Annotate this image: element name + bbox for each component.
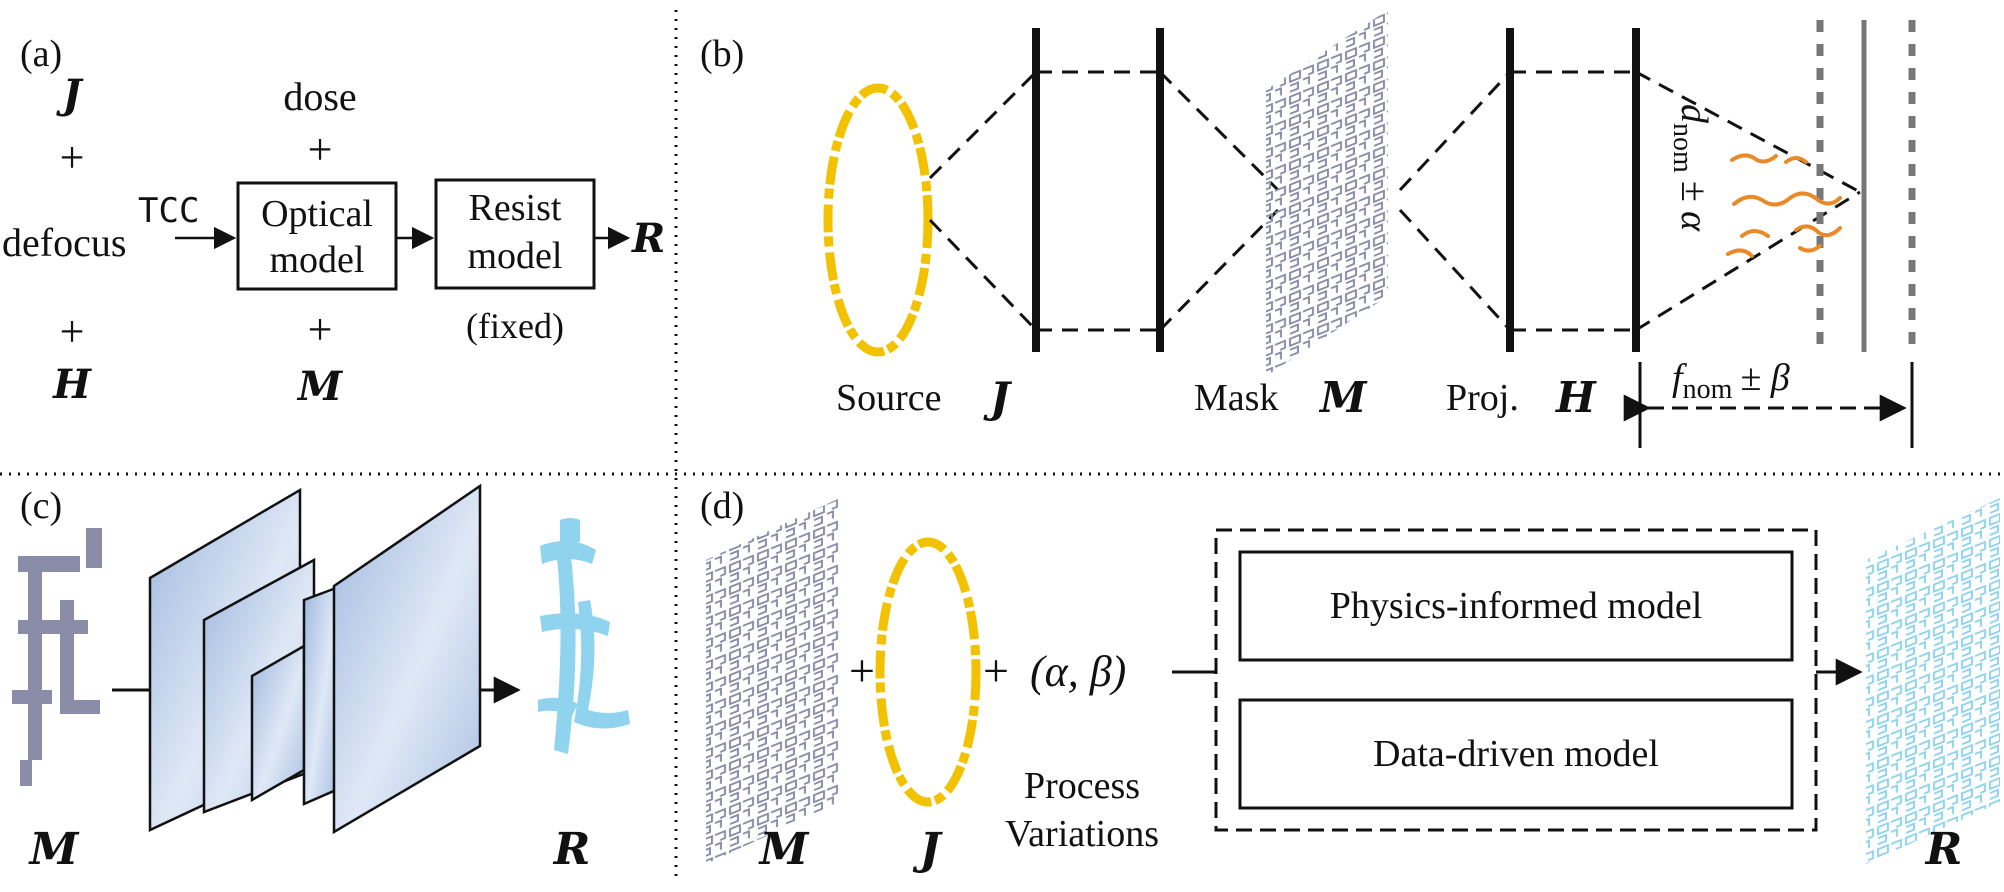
plus-sign: + (60, 133, 85, 182)
input-symbol-m: M (28, 824, 80, 875)
optical-model-box (236, 181, 398, 291)
output-symbol-r: R (552, 824, 591, 875)
physics-model-label: Physics-informed model (1330, 585, 1703, 627)
data-model-label: Data-driven model (1373, 733, 1659, 775)
source-symbol: J (913, 824, 944, 875)
symbol-m: M (296, 363, 344, 410)
panel-a-label: (a) (20, 33, 62, 75)
source-ring-icon (875, 537, 981, 807)
proj-symbol: H (1555, 373, 1597, 422)
mask-pattern-image (1266, 10, 1388, 376)
data-model-box (1238, 698, 1794, 810)
source-label: Source (836, 377, 942, 419)
plus-sign: + (60, 307, 85, 356)
panel-c: (c) (12, 483, 630, 875)
process-label-line1: Process (1024, 765, 1140, 807)
plus-sign: + (849, 645, 875, 696)
panel-d-label: (d) (700, 485, 744, 527)
dose-label: dose (283, 74, 356, 119)
panel-d: (d) + + (α, β) Process Variations M J Ph… (700, 485, 2000, 875)
mask-label: Mask (1194, 377, 1278, 419)
defocus-label: defocus (2, 220, 126, 265)
proj-label: Proj. (1446, 377, 1519, 419)
resist-pattern-image (1866, 498, 2000, 864)
output-symbol-r: R (1924, 824, 1963, 875)
optical-model-line2: model (270, 239, 365, 281)
resist-model-line1: Resist (469, 187, 562, 229)
f-nom-beta-label: fnom± β (1672, 357, 1790, 405)
process-params: (α, β) (1030, 647, 1126, 696)
source-symbol: J (983, 373, 1013, 422)
fixed-label: (fixed) (466, 306, 564, 346)
plus-sign: + (983, 645, 1009, 696)
symbol-h: H (52, 361, 92, 408)
panel-b: (b) (700, 10, 1916, 448)
symbol-r: R (631, 215, 665, 262)
process-label-line2: Variations (1005, 813, 1159, 855)
mask-symbol: M (758, 824, 810, 875)
resist-clip-image (538, 518, 630, 754)
optical-model-line1: Optical (261, 193, 373, 235)
d-nom-alpha-label: dnom± α (1667, 104, 1715, 232)
mask-symbol: M (1318, 373, 1368, 422)
resist-model-line2: model (468, 235, 563, 277)
tcc-label: TCC (138, 191, 199, 231)
defocused-beams-icon (1726, 153, 1842, 258)
panel-a: (a) J + defocus + H dose + TCC Optical m… (2, 33, 665, 410)
panel-c-label: (c) (20, 485, 62, 527)
source-ring-icon (823, 83, 933, 357)
resist-model-box (434, 178, 596, 290)
panel-b-label: (b) (700, 33, 744, 75)
symbol-j: J (56, 71, 85, 118)
mask-pattern-image (706, 498, 840, 864)
plus-sign: + (308, 305, 333, 354)
model-group-box (1214, 528, 1818, 832)
physics-model-box (1238, 550, 1794, 662)
plus-sign: + (308, 125, 333, 174)
mask-clip-image (12, 528, 102, 786)
light-path (928, 70, 1861, 332)
neural-network-layers (148, 483, 482, 835)
